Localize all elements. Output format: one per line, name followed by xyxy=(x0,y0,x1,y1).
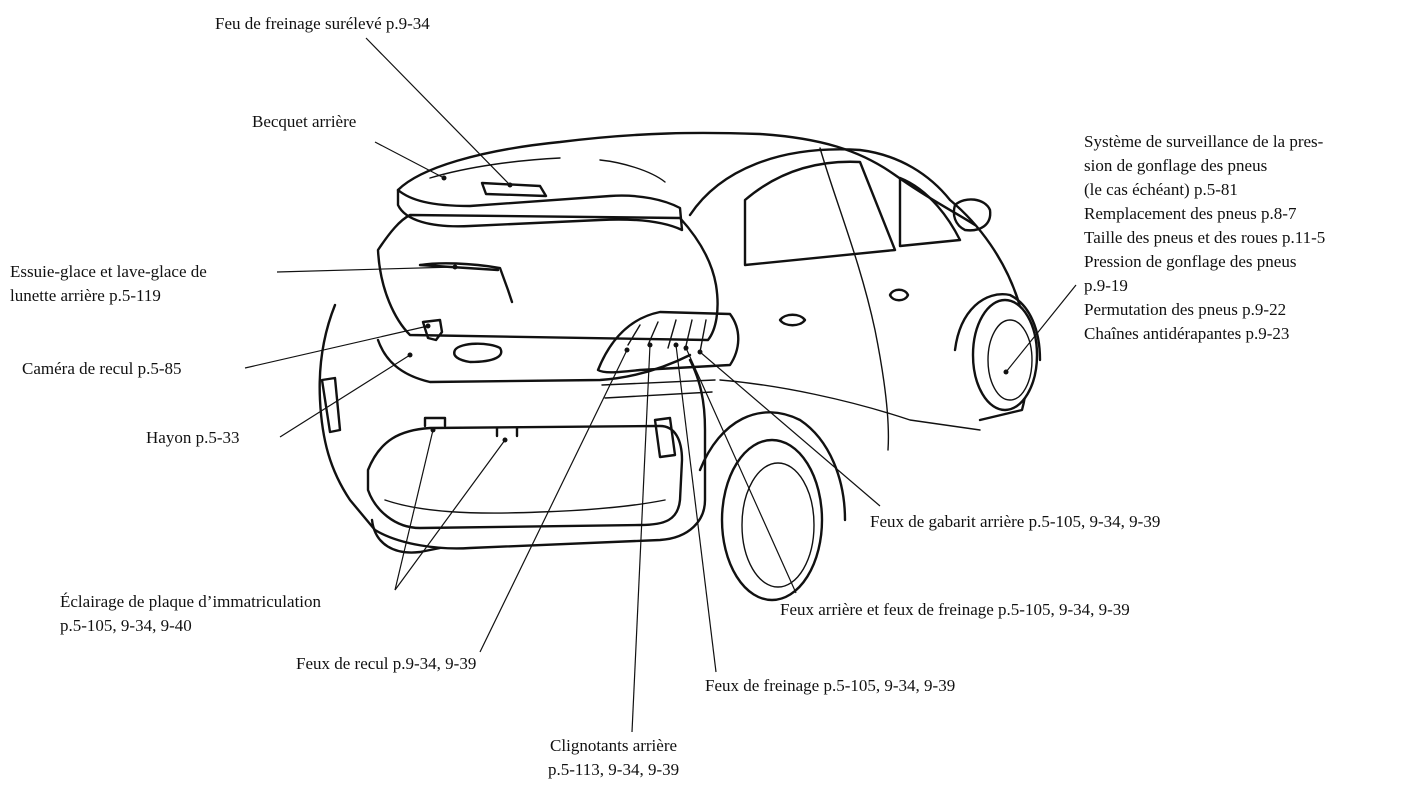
rear-wiper xyxy=(418,262,514,304)
label-text: Feux de gabarit arrière p.5-105, 9-34, 9… xyxy=(870,512,1161,531)
leader-high-brake xyxy=(365,37,511,186)
leader-camera xyxy=(244,325,429,369)
label-text-line2: sion de gonflage des pneus xyxy=(1084,156,1268,175)
rear-camera xyxy=(421,318,444,342)
tailgate-panel xyxy=(376,338,692,384)
side-reflector xyxy=(653,416,677,459)
label-high-brake-lamp: Feu de freinage surélevé p.9-34 xyxy=(215,12,430,36)
leader-tire xyxy=(1005,284,1077,373)
label-text-line2: p.5-105, 9-34, 9-40 xyxy=(60,616,192,635)
label-rear-spoiler: Becquet arrière xyxy=(252,110,356,134)
leader-brake xyxy=(675,344,717,673)
side-mirror xyxy=(952,198,992,232)
label-reverse-lights: Feux de recul p.9-34, 9-39 xyxy=(296,652,476,676)
label-text: Hayon p.5-33 xyxy=(146,428,240,447)
leader-lines xyxy=(244,37,1077,733)
leader-plate-right xyxy=(394,439,506,591)
label-text-line2: lunette arrière p.5-119 xyxy=(10,286,161,305)
side-window-rear xyxy=(898,176,962,248)
label-text: Feux de recul p.9-34, 9-39 xyxy=(296,654,477,673)
front-wheel-rim xyxy=(987,319,1033,401)
label-rear-camera: Caméra de recul p.5-85 xyxy=(22,357,182,381)
label-text-line5: Taille des pneus et des roues p.11-5 xyxy=(1084,228,1326,247)
leader-reverse xyxy=(479,349,628,653)
label-text: Feux de freinage p.5-105, 9-34, 9-39 xyxy=(705,676,956,695)
label-tailgate: Hayon p.5-33 xyxy=(146,426,239,450)
leader-tailgate xyxy=(279,354,411,438)
rear-arch xyxy=(698,411,847,522)
label-text-line8: Permutation des pneus p.9-22 xyxy=(1084,300,1287,319)
door-handle-rear xyxy=(778,313,807,327)
side-window-front xyxy=(743,160,897,267)
tailgate-handle xyxy=(453,342,503,364)
label-brake-lights: Feux de freinage p.5-105, 9-34, 9-39 xyxy=(705,674,955,698)
rear-window xyxy=(376,213,719,342)
side-door-line xyxy=(819,147,890,451)
label-text-line4: Remplacement des pneus p.8-7 xyxy=(1084,204,1297,223)
label-text-line2: p.5-113, 9-34, 9-39 xyxy=(548,760,680,779)
label-rear-turn-signals: Clignotants arrière p.5-113, 9-34, 9-39 xyxy=(548,734,679,782)
label-text: Feu de freinage surélevé p.9-34 xyxy=(215,14,430,33)
rear-wheel xyxy=(720,438,824,602)
door-handle-front xyxy=(888,288,910,302)
label-text-line6: Pression de gonflage des pneus xyxy=(1084,252,1297,271)
leader-wiper xyxy=(276,266,456,273)
label-text-line9: Chaînes antidérapantes p.9-23 xyxy=(1084,324,1290,343)
label-text: Feux arrière et feux de freinage p.5-105… xyxy=(780,600,1130,619)
plate-light-left xyxy=(423,416,447,428)
spoiler-detail xyxy=(429,157,666,183)
label-tire-information: Système de surveillance de la pres- sion… xyxy=(1084,130,1325,346)
leader-turn xyxy=(631,344,651,733)
leader-clearance xyxy=(699,351,881,507)
rear-wheel-rim xyxy=(741,462,815,588)
label-rear-wiper: Essuie-glace et lave-glace de lunette ar… xyxy=(10,260,207,308)
high-brake-lamp xyxy=(480,181,548,198)
leader-tail-brake xyxy=(685,347,797,594)
label-text: Caméra de recul p.5-85 xyxy=(22,359,182,378)
label-text-line7: p.9-19 xyxy=(1084,276,1128,295)
label-rear-clearance-lights: Feux de gabarit arrière p.5-105, 9-34, 9… xyxy=(870,510,1160,534)
label-text-line1: Clignotants arrière xyxy=(550,736,678,755)
tail-lamp-segments xyxy=(627,319,707,353)
tail-lamp-lower xyxy=(601,379,716,399)
label-text-line1: Système de surveillance de la pres- xyxy=(1084,132,1324,151)
car-outline xyxy=(318,131,1042,602)
front-wheel xyxy=(971,298,1039,412)
label-text: Becquet arrière xyxy=(252,112,357,131)
spoiler-lip xyxy=(396,188,684,232)
tail-lamp-cluster xyxy=(596,310,740,374)
label-text-line1: Essuie-glace et lave-glace de xyxy=(10,262,207,281)
label-tail-and-brake-lights: Feux arrière et feux de freinage p.5-105… xyxy=(780,598,1130,622)
bumper-lower xyxy=(384,499,666,514)
label-text-line1: Éclairage de plaque d’immatriculation xyxy=(60,592,322,611)
rear-bumper xyxy=(366,424,684,530)
plate-light-right xyxy=(495,426,519,438)
rear-reflector xyxy=(320,376,342,434)
left-tire xyxy=(370,518,442,554)
side-sill xyxy=(719,379,981,431)
roof-spoiler xyxy=(396,131,977,227)
leader-plate-left xyxy=(394,429,434,591)
leader-spoiler xyxy=(374,141,445,179)
rear-body xyxy=(318,303,707,550)
label-license-plate-light: Éclairage de plaque d’immatriculation p.… xyxy=(60,590,321,638)
label-text-line3: (le cas échéant) p.5-81 xyxy=(1084,180,1238,199)
